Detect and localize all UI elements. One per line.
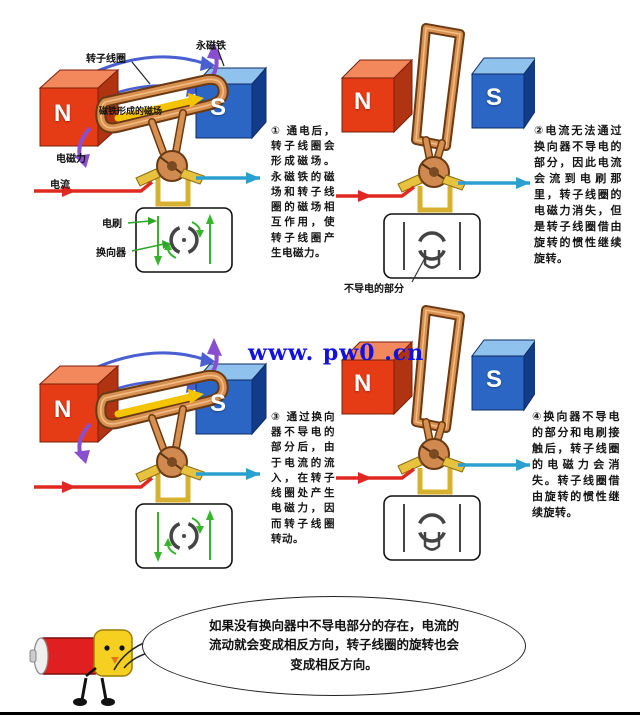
pole-n: N xyxy=(54,396,72,423)
pole-s: S xyxy=(486,366,503,393)
motor-diagram-3 xyxy=(0,306,270,576)
pole-n: N xyxy=(54,100,72,127)
panel-3: N S xyxy=(0,306,270,591)
label-current: 电流 xyxy=(50,180,70,191)
battery-mascot xyxy=(29,629,133,706)
label-commutator: 换向器 xyxy=(96,248,126,259)
label-permanent-magnet: 永磁铁 xyxy=(196,41,226,52)
panel-2: N S 不导电的部分 xyxy=(330,14,535,304)
caption-4: ④换向器不导电的部分和电刷接触后，转子线圈的电磁力会消失。转子线圈借由旋转的惯性… xyxy=(532,411,620,519)
pole-s: S xyxy=(210,94,227,121)
pole-n: N xyxy=(354,370,372,397)
panel-4: N S xyxy=(330,296,535,586)
speech-bubble-text: 如果没有换向器中不导电部分的存在，电流的流动就会变成相反方向，转子线圈的旋转也会… xyxy=(208,618,459,672)
label-rotor-coil: 转子线圈 xyxy=(86,54,126,65)
label-magnet-field: 磁铁形成的磁场 xyxy=(99,106,163,116)
motor-diagram-2 xyxy=(330,14,535,292)
label-nonconductive: 不导电的部分 xyxy=(344,284,404,295)
speech-bubble: 如果没有换向器中不导电部分的存在，电流的流动就会变成相反方向，转子线圈的旋转也会… xyxy=(142,596,526,696)
motor-diagram-4 xyxy=(330,296,535,574)
caption-2: ②电流无法通过换向器不导电的部分，因此电流会流到电刷那里，转子线圈的电磁力消失，… xyxy=(534,125,622,265)
label-brush: 电刷 xyxy=(102,219,122,230)
caption-3: ③ 通过换向器不导电的部分后，由于电流的流入，在转子线圈处产生电磁力，因而转子线… xyxy=(271,411,335,545)
caption-1: ① 通电后，转子线圈会形成磁场。永磁铁的磁场和转子线圈的磁场相互作用，使转子线圈… xyxy=(271,125,335,259)
label-em-force: 电磁力 xyxy=(56,154,86,165)
watermark-text: www. pw0 .cn xyxy=(248,340,425,366)
pole-n: N xyxy=(354,88,372,115)
motor-diagram-1 xyxy=(0,10,270,280)
pole-s: S xyxy=(210,390,227,417)
panel-1: N S 转子线圈 永磁铁 磁铁形成的磁场 电磁力 电流 电刷 换向器 xyxy=(0,10,270,295)
pole-s: S xyxy=(486,84,503,111)
